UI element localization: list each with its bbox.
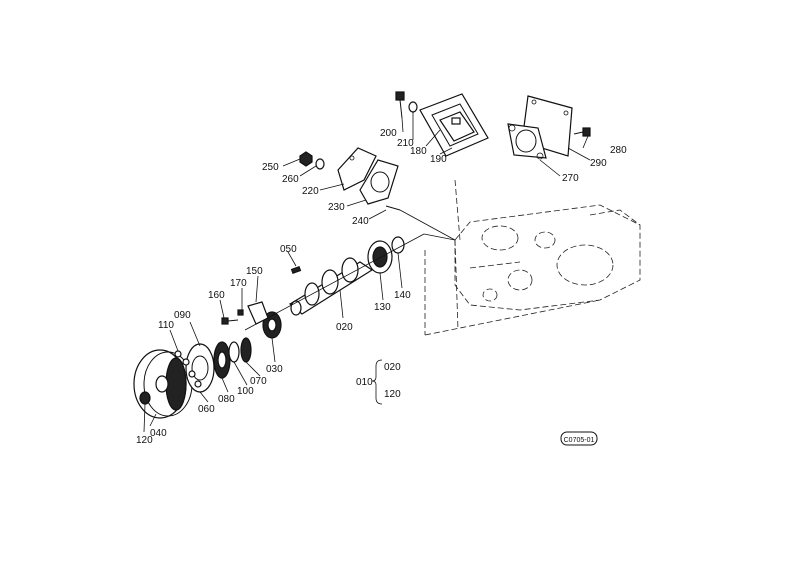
bolt-280 bbox=[573, 127, 591, 137]
label-090: 090 bbox=[174, 310, 191, 321]
label-240: 240 bbox=[352, 216, 369, 227]
camshaft-020 bbox=[288, 257, 374, 316]
bolt-200 bbox=[395, 91, 405, 119]
plate-220 bbox=[337, 147, 377, 191]
label-020: 020 bbox=[336, 322, 353, 333]
leader-lines bbox=[143, 112, 591, 433]
label-210: 210 bbox=[397, 138, 414, 149]
reference-mark: C0705-01 bbox=[560, 431, 598, 446]
label-020-group: 020 bbox=[384, 362, 401, 373]
label-070: 070 bbox=[250, 376, 267, 387]
label-120-group: 120 bbox=[384, 389, 401, 400]
label-220: 220 bbox=[302, 186, 319, 197]
bearing-080 bbox=[213, 341, 231, 379]
reference-mark-text: C0705-01 bbox=[564, 437, 595, 444]
key-050 bbox=[290, 265, 302, 275]
label-230: 230 bbox=[328, 202, 345, 213]
label-120: 120 bbox=[136, 435, 153, 446]
label-170: 170 bbox=[230, 278, 247, 289]
washer-260 bbox=[315, 158, 325, 170]
label-200: 200 bbox=[380, 128, 397, 139]
cover-180 bbox=[439, 111, 475, 142]
label-250: 250 bbox=[262, 162, 279, 173]
label-160: 160 bbox=[208, 290, 225, 301]
balls-110 bbox=[174, 350, 202, 388]
label-190: 190 bbox=[430, 154, 447, 165]
label-130: 130 bbox=[374, 302, 391, 313]
engine-block-outline bbox=[424, 179, 641, 336]
label-180: 180 bbox=[410, 146, 427, 157]
ring-100 bbox=[228, 341, 240, 363]
label-150: 150 bbox=[246, 266, 263, 277]
label-260: 260 bbox=[282, 174, 299, 185]
label-010: 010 bbox=[356, 377, 373, 388]
label-290: 290 bbox=[590, 158, 607, 169]
label-030: 030 bbox=[266, 364, 283, 375]
pin-170 bbox=[237, 309, 244, 316]
label-270: 270 bbox=[562, 173, 579, 184]
gasket-230 bbox=[359, 159, 399, 205]
label-280: 280 bbox=[610, 145, 627, 156]
label-110: 110 bbox=[158, 320, 174, 331]
bearing-130 bbox=[367, 240, 393, 274]
assembly-axis-lines bbox=[244, 233, 456, 331]
washer-210 bbox=[408, 101, 418, 113]
label-140: 140 bbox=[394, 290, 411, 301]
label-060: 060 bbox=[198, 404, 215, 415]
label-050: 050 bbox=[280, 244, 297, 255]
pin-160 bbox=[221, 317, 239, 325]
group-bracket-010 bbox=[371, 359, 383, 405]
part-labels: 010 020 120 020 030 040 050 060 070 080 … bbox=[136, 128, 627, 446]
washer-120 bbox=[139, 391, 151, 405]
gear-070 bbox=[240, 337, 252, 363]
label-100: 100 bbox=[237, 386, 254, 397]
gasket-270 bbox=[507, 123, 547, 160]
label-080: 080 bbox=[218, 394, 235, 405]
nut-250 bbox=[299, 151, 313, 167]
label-040: 040 bbox=[150, 428, 167, 439]
stud-240 bbox=[385, 205, 456, 241]
